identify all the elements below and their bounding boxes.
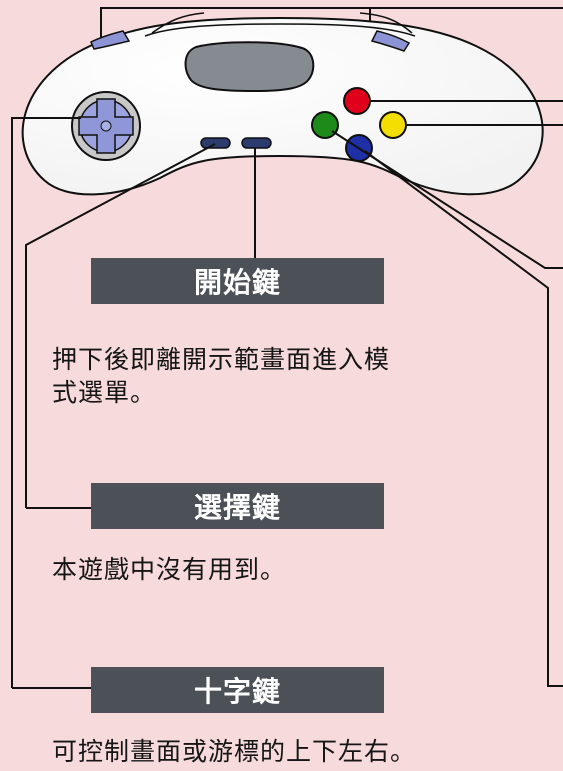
select-button-heading: 選擇鍵	[91, 483, 384, 529]
controller-shell	[21, 12, 544, 196]
start-button-description: 押下後即離開示範畫面進入模式選單。	[52, 345, 391, 407]
select-button-description: 本遊戲中沒有用到。	[52, 555, 287, 584]
dpad-heading: 十字鍵	[91, 667, 384, 713]
label-connector-lines	[11, 100, 563, 689]
dpad-icon	[71, 91, 141, 161]
face-buttons	[311, 87, 407, 162]
start-button-heading: 開始鍵	[91, 258, 384, 304]
dpad-description: 可控制畫面或游標的上下左右。	[52, 737, 417, 766]
right-shoulder-button	[370, 30, 411, 52]
controller-center-window	[184, 41, 315, 93]
left-shoulder-button	[90, 30, 131, 50]
start-select-buttons	[200, 137, 272, 149]
